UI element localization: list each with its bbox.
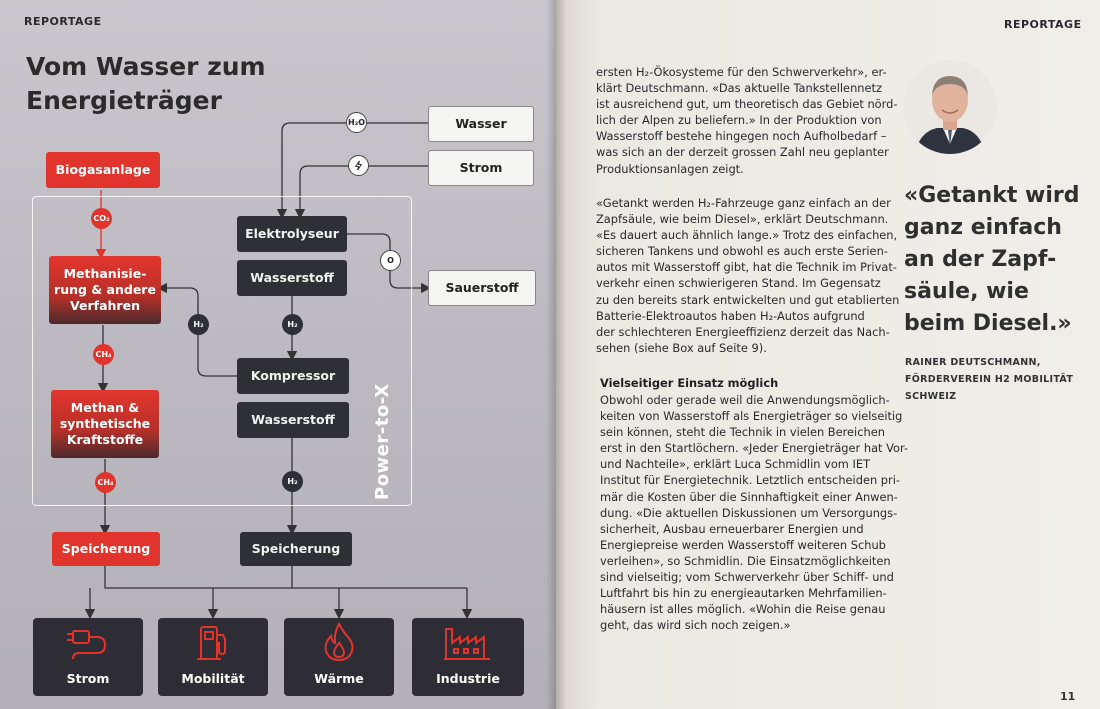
pull-quote: «Getankt wird ganz einfach an der Zapf- … (904, 183, 1080, 336)
chip-h2o: H₂O (346, 112, 367, 133)
node-speicherung-dark: Speicherung (240, 532, 352, 566)
chip-ch4-1: CH₄ (93, 344, 114, 365)
node-wasserstoff-2: Wasserstoff (237, 402, 349, 438)
use-strom: Strom (33, 618, 143, 696)
title-line-1: Vom Wasser zum (26, 52, 266, 81)
electricity-icon (348, 155, 369, 176)
chip-h2-mid: H₂ (282, 314, 303, 335)
use-mobilitaet: Mobilität (158, 618, 268, 696)
flame-icon (324, 621, 354, 662)
plug-icon (67, 630, 107, 660)
quote-author: RAINER DEUTSCHMANN, FÖRDERVEREIN H2 MOBI… (905, 357, 1074, 402)
article-paragraph-2: «Getankt werden H₂-Fahrzeuge ganz einfac… (596, 196, 900, 355)
left-page: REPORTAGE Vom Wasser zum Energieträger (0, 0, 556, 709)
node-sauerstoff: Sauerstoff (428, 270, 536, 306)
use-waerme: Wärme (284, 618, 394, 696)
chip-co2: CO₂ (91, 208, 112, 229)
factory-icon (444, 628, 490, 660)
title-line-2: Energieträger (26, 86, 222, 115)
right-page (556, 0, 1100, 709)
node-kompressor: Kompressor (237, 358, 349, 394)
node-speicherung-red: Speicherung (52, 532, 160, 566)
node-biogasanlage: Biogasanlage (46, 152, 160, 188)
use-label-waerme: Wärme (314, 671, 364, 686)
fuel-pump-icon (197, 626, 226, 660)
article-paragraph-1: ersten H₂-Ökosysteme für den Schwerverke… (596, 65, 898, 176)
article-paragraph-3: Obwohl oder gerade weil die Anwendungsmö… (600, 393, 909, 633)
section-label-right: REPORTAGE (1004, 18, 1082, 31)
page-title: Vom Wasser zum Energieträger (26, 50, 286, 118)
chip-o: O (380, 250, 401, 271)
node-methanisierung: Methanisie- rung & andere Verfahren (49, 256, 161, 324)
node-wasser: Wasser (428, 106, 534, 142)
chip-h2-low: H₂ (282, 471, 303, 492)
book-spine (546, 0, 566, 709)
chip-ch4-2: CH₄ (95, 472, 116, 493)
person-portrait-icon (903, 60, 997, 154)
node-elektrolyseur: Elektrolyseur (237, 216, 347, 252)
power-to-x-frame (32, 196, 412, 506)
node-methan-kraftstoffe: Methan & synthetische Kraftstoffe (51, 390, 159, 458)
node-strom: Strom (428, 150, 534, 186)
portrait-photo (903, 60, 997, 154)
node-wasserstoff-1: Wasserstoff (237, 260, 347, 296)
section-label-left: REPORTAGE (24, 15, 102, 28)
use-label-industrie: Industrie (436, 671, 500, 686)
use-industrie: Industrie (412, 618, 524, 696)
use-label-mobilitaet: Mobilität (181, 671, 245, 686)
chip-h2-left: H₂ (188, 314, 209, 335)
power-to-x-label: Power-to-X (372, 383, 393, 500)
page-number: 11 (1060, 690, 1076, 703)
article-subhead: Vielseitiger Einsatz möglich (600, 376, 779, 390)
use-label-strom: Strom (66, 671, 110, 686)
